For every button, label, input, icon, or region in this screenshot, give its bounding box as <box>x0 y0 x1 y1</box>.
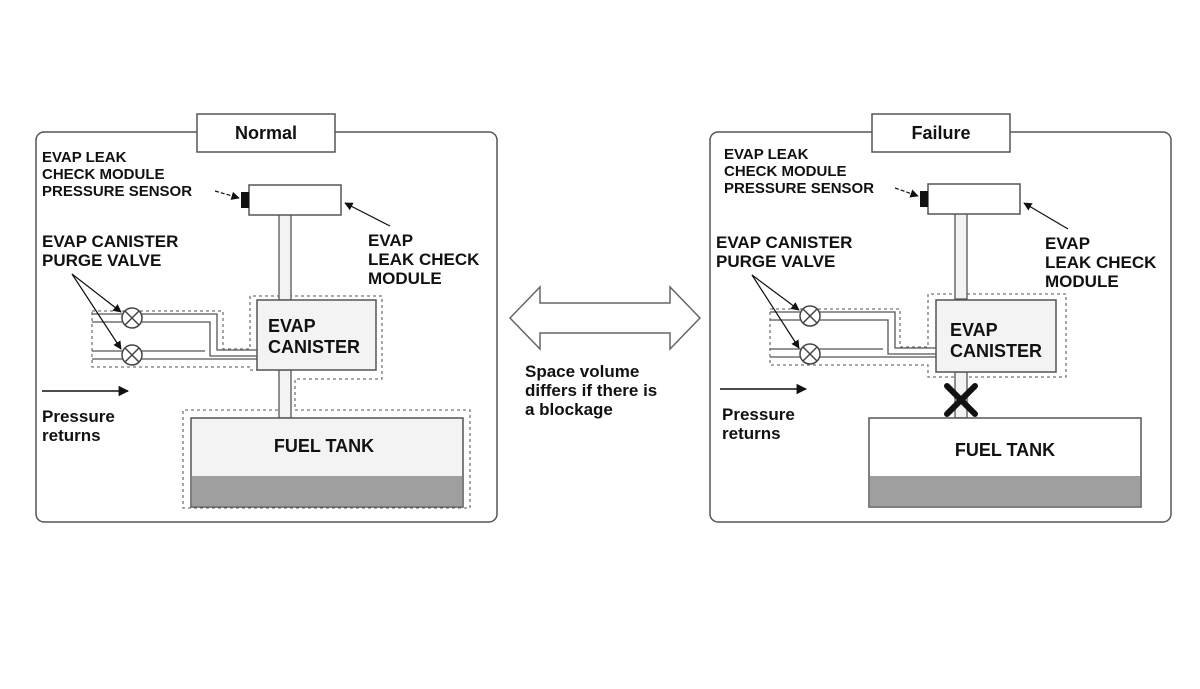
failure-sensor-arrow <box>894 187 919 198</box>
normal-title-box <box>196 113 336 153</box>
failure-sensor-label-3: PRESSURE SENSOR <box>724 180 874 197</box>
normal-vertical-pipe-bottom <box>278 369 292 419</box>
failure-valve-upper <box>799 305 821 327</box>
failure-canister-label-1: EVAP <box>950 320 998 340</box>
normal-sensor-label-3: PRESSURE SENSOR <box>42 183 192 200</box>
normal-purge-label-1: EVAP CANISTER <box>42 232 178 251</box>
failure-pressure-zone <box>769 293 1067 378</box>
middle-section: Space volume differs if there is a block… <box>508 285 702 419</box>
failure-purge-label-2: PURGE VALVE <box>716 252 835 271</box>
normal-sensor-label-1: EVAP LEAK <box>42 149 127 166</box>
normal-pressure-label-2: returns <box>42 426 101 445</box>
failure-module-arrow <box>1023 202 1069 230</box>
normal-valve-upper <box>121 307 143 329</box>
failure-valve-lower <box>799 343 821 365</box>
normal-pressure-zone <box>91 295 471 509</box>
failure-purge-arrow-lower <box>751 274 800 349</box>
middle-caption-1: Space volume <box>525 362 639 381</box>
normal-canister-label-2: CANISTER <box>268 337 360 357</box>
failure-pressure-label-2: returns <box>722 424 781 443</box>
normal-leak-check-module <box>248 184 342 216</box>
normal-valve-lower <box>121 344 143 366</box>
failure-module-label-3: MODULE <box>1045 272 1119 291</box>
normal-purge-pipe-upper <box>92 313 258 351</box>
failure-sensor-label-2: CHECK MODULE <box>724 163 847 180</box>
normal-pressure-sensor <box>241 192 249 208</box>
failure-sensor-label-1: EVAP LEAK <box>724 146 809 163</box>
failure-canister-label-2: CANISTER <box>950 341 1042 361</box>
normal-module-arrow <box>344 202 391 227</box>
normal-canister <box>256 299 377 371</box>
normal-title: Normal <box>235 123 297 143</box>
normal-module-label-3: MODULE <box>368 269 442 288</box>
failure-vertical-pipe-top <box>954 212 968 300</box>
normal-module-label-2: LEAK CHECK <box>368 250 480 269</box>
failure-fuel-level <box>870 476 1140 506</box>
failure-purge-label-1: EVAP CANISTER <box>716 233 852 252</box>
normal-module-label-1: EVAP <box>368 231 413 250</box>
normal-purge-pipe-upper-inner <box>92 321 258 357</box>
normal-fuel-level <box>192 476 462 506</box>
normal-purge-arrow-upper <box>71 273 122 313</box>
failure-canister <box>935 299 1057 373</box>
normal-tank-label: FUEL TANK <box>274 436 374 456</box>
failure-pressure-label-1: Pressure <box>722 405 795 424</box>
failure-leak-check-module <box>927 183 1021 215</box>
double-headed-arrow <box>508 285 702 351</box>
failure-purge-pipe-upper <box>770 311 936 349</box>
middle-caption-2: differs if there is <box>525 381 657 400</box>
normal-pressure-label-1: Pressure <box>42 407 115 426</box>
normal-sensor-arrow <box>214 190 240 200</box>
normal-panel: Normal EVAP CANISTER FUEL TANK <box>35 113 498 523</box>
failure-purge-arrow-upper <box>751 274 800 311</box>
failure-tank-label: FUEL TANK <box>955 440 1055 460</box>
failure-panel: Failure EVAP CANISTER FUEL <box>709 113 1172 523</box>
failure-title-box <box>871 113 1011 153</box>
failure-module-label-1: EVAP <box>1045 234 1090 253</box>
blockage-x-icon <box>944 383 978 417</box>
normal-purge-arrow-lower <box>71 273 122 350</box>
failure-title: Failure <box>911 123 970 143</box>
middle-caption-3: a blockage <box>525 400 613 419</box>
normal-canister-label-1: EVAP <box>268 316 316 336</box>
normal-purge-label-2: PURGE VALVE <box>42 251 161 270</box>
normal-vertical-pipe-top <box>278 213 292 301</box>
failure-pressure-sensor <box>920 191 928 207</box>
failure-purge-pipe-upper-inner <box>770 319 936 355</box>
normal-sensor-label-2: CHECK MODULE <box>42 166 165 183</box>
failure-module-label-2: LEAK CHECK <box>1045 253 1157 272</box>
